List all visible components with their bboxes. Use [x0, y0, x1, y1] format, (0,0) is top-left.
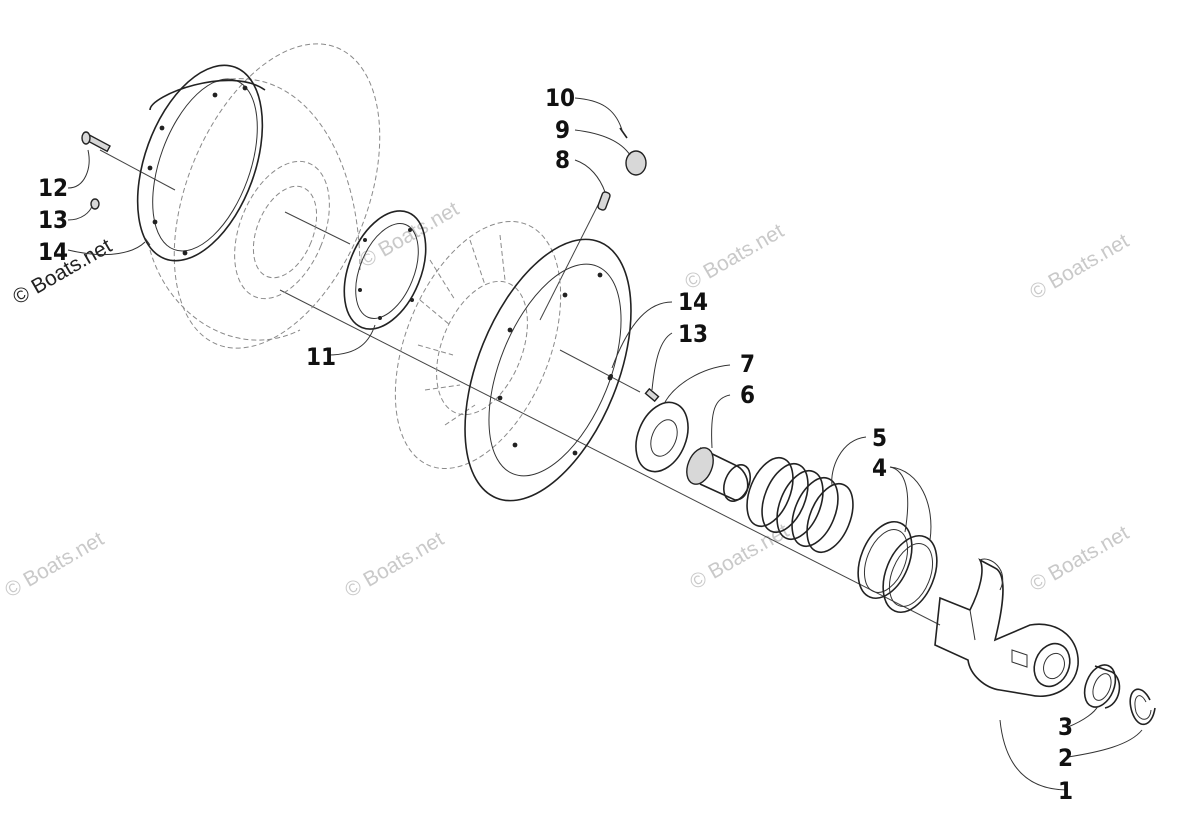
callout-5: 5: [872, 424, 887, 452]
watermark: © Boats.net: [356, 197, 463, 272]
pin-14-left: [144, 237, 151, 246]
callout-2: 2: [1058, 744, 1073, 772]
ring-4b: [882, 535, 938, 613]
washer-7: [635, 401, 689, 473]
callout-12: 12: [38, 174, 68, 202]
spring-5: [746, 456, 854, 554]
snap-ring-2: [1129, 688, 1156, 726]
callout-1: 1: [1058, 777, 1073, 805]
callout-9: 9: [555, 116, 570, 144]
callout-10: 10: [545, 84, 575, 112]
callout-4: 4: [872, 454, 887, 482]
cap-9: [625, 150, 647, 176]
callout-7: 7: [740, 350, 755, 378]
spider-fan: [394, 220, 562, 470]
fixed-sheave: [149, 43, 381, 349]
bushing-6: [686, 447, 752, 502]
callout-8: 8: [555, 146, 570, 174]
callout-14-left: 14: [38, 238, 68, 266]
watermarks: © Boats.net © Boats.net © Boats.net © Bo…: [1, 197, 1133, 602]
callout-6: 6: [740, 381, 755, 409]
washer-13-left: [90, 198, 100, 210]
callout-14-right: 14: [678, 288, 708, 316]
watermark: © Boats.net: [686, 519, 793, 594]
cover-plate: [136, 64, 266, 262]
watermark: © Boats.net: [1, 527, 108, 602]
ring-11: [343, 210, 427, 330]
callout-11: 11: [306, 343, 336, 371]
callout-13-right: 13: [678, 320, 708, 348]
ring-4a: [857, 521, 913, 599]
watermark: © Boats.net: [341, 527, 448, 602]
watermark: © Boats.net: [1026, 229, 1133, 304]
callouts: 10 9 8 12 13 14 11 14 13 7 6 5 4 3 2 1: [38, 84, 1073, 805]
pin-10: [619, 127, 628, 139]
cam-housing-1: [934, 558, 1079, 697]
sheave-plate: [464, 238, 632, 502]
assembly-axis: [99, 149, 941, 626]
watermark: © Boats.net: [1026, 521, 1133, 596]
bushing-3: [1083, 664, 1121, 709]
pin-8: [597, 191, 611, 211]
callout-13-left: 13: [38, 206, 68, 234]
leader-lines: [67, 97, 1143, 791]
callout-3: 3: [1058, 713, 1073, 741]
screw-13-right: [609, 374, 660, 403]
screw-12: [81, 131, 111, 153]
watermark: © Boats.net: [681, 219, 788, 294]
